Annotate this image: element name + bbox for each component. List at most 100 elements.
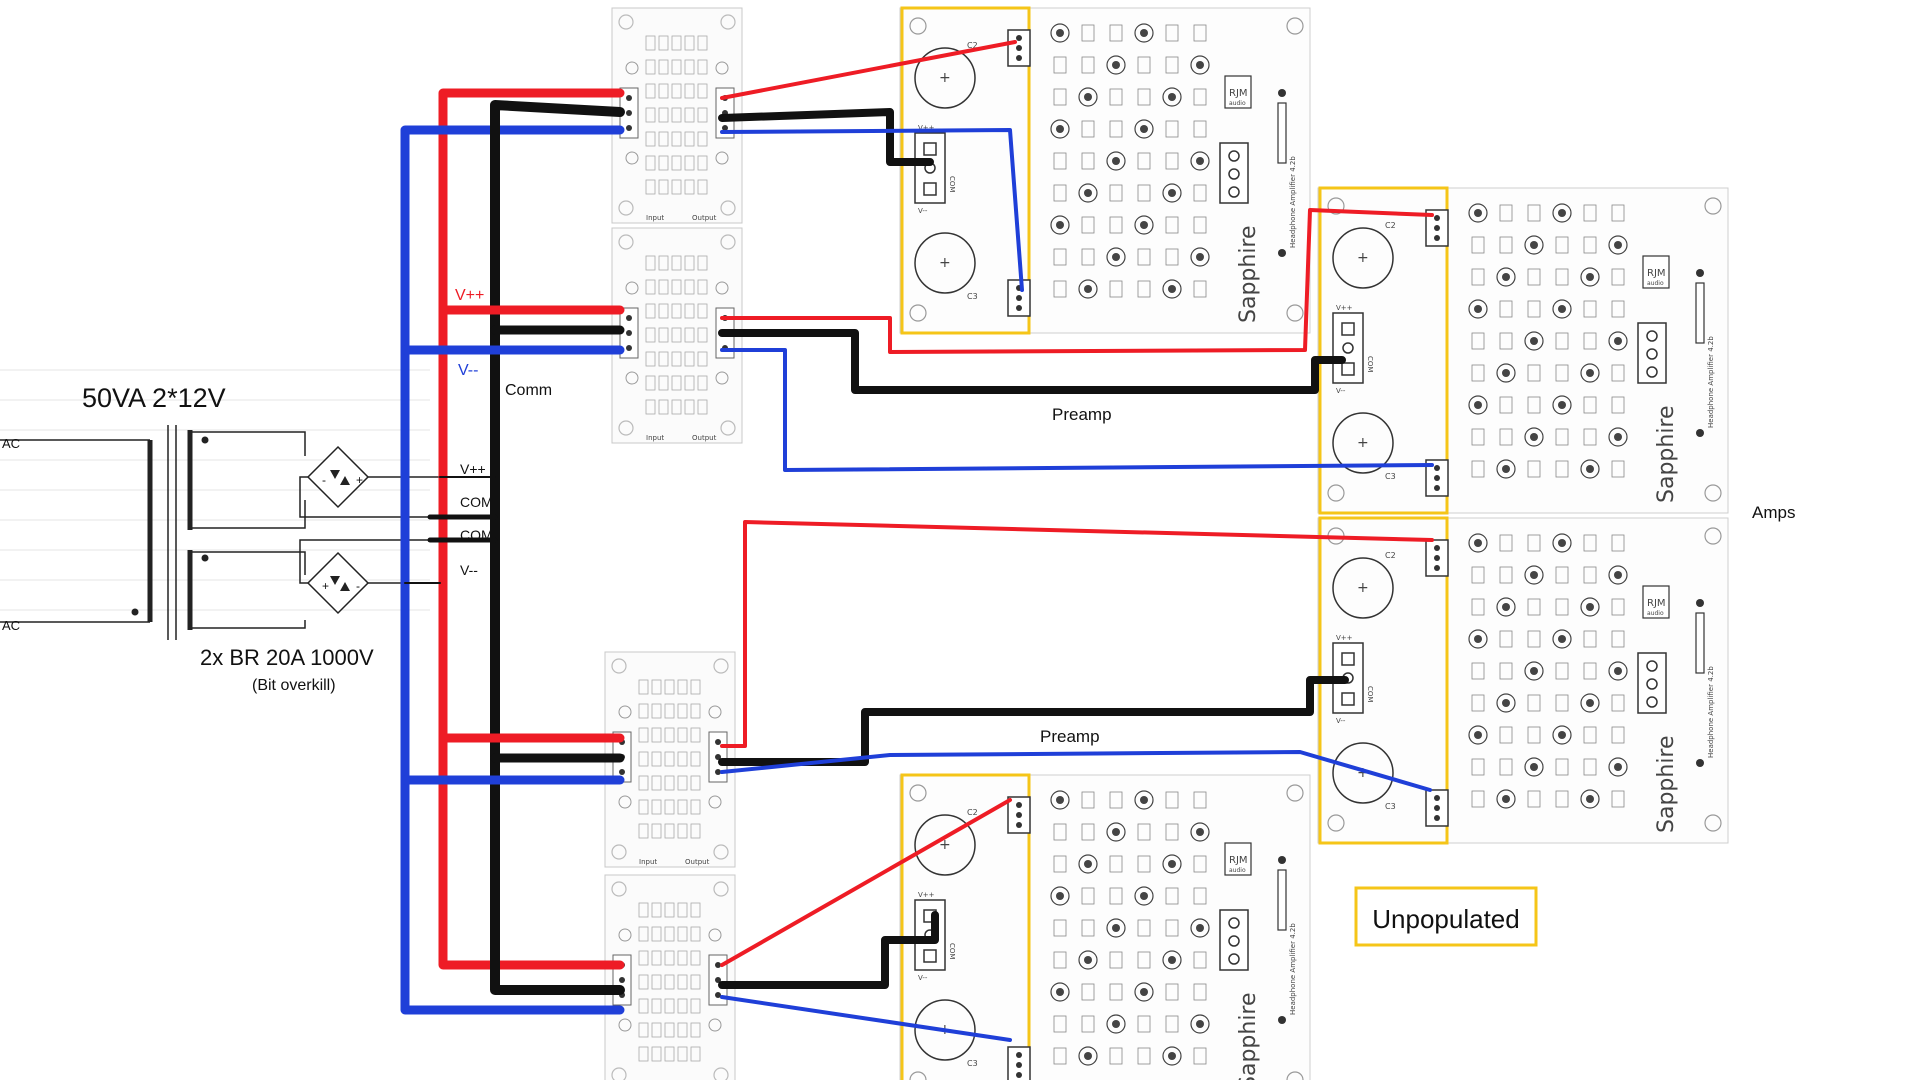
rjm-logo [1642, 255, 1670, 289]
wire-p2-a2-vpp [720, 208, 1434, 354]
capacitor-label: C2 [967, 808, 978, 817]
capacitor-label: C3 [1385, 802, 1396, 811]
wire-p4-a4-comm [718, 911, 939, 989]
sapphire-title: Sapphire [1654, 405, 1679, 503]
power-supply: - + + - AC AC 50VA 2*12V 2x BR 20A 1000V… [0, 369, 493, 694]
wiring [400, 40, 1434, 1042]
rjm-logo [1224, 842, 1252, 876]
rectifier-label: 2x BR 20A 1000V [200, 645, 374, 670]
preamp-output-label: Output [685, 858, 710, 866]
board-subtitle: Headphone Amplifier 4.2b [1289, 156, 1297, 248]
rjm-brand: RJM [1229, 855, 1248, 866]
wire-p2-a2-vmm [720, 348, 1434, 472]
capacitor [914, 47, 976, 109]
preamp-board-2: Input Output [611, 227, 743, 444]
amp-board-3: +C2+C3V++V--COMRJMaudioSapphireHeadphone… [1317, 516, 1729, 845]
capacitor-plus: + [939, 255, 951, 271]
board-subtitle: Headphone Amplifier 4.2b [1707, 336, 1715, 428]
capacitor-label: C2 [1385, 221, 1396, 230]
capacitor-plus: + [939, 70, 951, 86]
preamp-output-label: Output [692, 214, 717, 222]
pad-com-label: COM [1366, 686, 1374, 702]
rjm-sub: audio [1647, 280, 1664, 287]
vpp-rail-label: V++ [455, 287, 484, 304]
capacitor-plus: + [1357, 580, 1369, 596]
wire-p1-a1-comm [718, 108, 934, 166]
capacitor-label: C2 [967, 41, 978, 50]
preamp-input-label: Input [639, 858, 657, 866]
capacitor-plus: + [939, 837, 951, 853]
rjm-sub: audio [1229, 100, 1246, 107]
capacitor-plus: + [1357, 250, 1369, 266]
power-section-box [1318, 186, 1449, 515]
rjm-brand: RJM [1647, 598, 1666, 609]
pad-vpp-label: V++ [1336, 304, 1353, 312]
capacitor-plus: + [1357, 765, 1369, 781]
power-section-box [900, 6, 1031, 335]
preamp-input-label: Input [646, 434, 664, 442]
sapphire-title: Sapphire [1654, 735, 1679, 833]
capacitor [1332, 412, 1394, 474]
amps-label: Amps [1752, 503, 1795, 522]
wire-p2-a2-comm [718, 329, 1346, 394]
capacitor-label: C3 [967, 1059, 978, 1068]
psu-out-com-label-1: COM [460, 494, 493, 510]
pad-com-label: COM [948, 176, 956, 192]
rjm-logo [1642, 585, 1670, 619]
capacitor-label: C2 [1385, 551, 1396, 560]
transformer-label: 50VA 2*12V [82, 383, 226, 413]
pad-vmm-label: V-- [1336, 717, 1346, 725]
psu-out-vmm-label: V-- [460, 562, 478, 578]
vpp-bus [438, 88, 625, 970]
rjm-brand: RJM [1229, 88, 1248, 99]
preamp-board-3: Input Output [604, 651, 736, 868]
preamp-label-bottom: Preamp [1040, 727, 1100, 746]
amp-board-2: +C2+C3V++V--COMRJMaudioSapphireHeadphone… [1317, 186, 1729, 515]
rjm-sub: audio [1229, 867, 1246, 874]
rjm-brand: RJM [1647, 268, 1666, 279]
psu-out-vpp-label: V++ [460, 461, 486, 477]
rjm-sub: audio [1647, 610, 1664, 617]
capacitor [914, 999, 976, 1061]
vmm-rail-label: V-- [458, 362, 478, 379]
pad-com-label: COM [1366, 356, 1374, 372]
board-subtitle: Headphone Amplifier 4.2b [1289, 923, 1297, 1015]
capacitor-plus: + [1357, 435, 1369, 451]
svg-text:-: - [356, 579, 360, 593]
pad-vmm-label: V-- [918, 974, 928, 982]
unpopulated-callout: Unpopulated [1354, 886, 1538, 947]
sapphire-title: Sapphire [1236, 992, 1261, 1080]
wire-p3-a3-vmm [720, 750, 1432, 792]
capacitor [914, 232, 976, 294]
vmm-bus [400, 125, 625, 1015]
bridge-rectifier-top: - + [306, 445, 370, 509]
pad-vpp-label: V++ [918, 891, 935, 899]
pad-com-label: COM [948, 943, 956, 959]
ac-label-bottom: AC [2, 618, 20, 633]
sapphire-title: Sapphire [1236, 225, 1261, 323]
svg-text:+: + [356, 473, 363, 487]
amp-boards: +C2+C3V++V--COMRJMaudioSapphireHeadphone… [899, 6, 1729, 1080]
rectifier-note: (Bit overkill) [252, 677, 336, 694]
wire-p4-a4-vmm [720, 995, 1012, 1042]
wire-p3-a3-vpp [720, 520, 1434, 748]
capacitor-label: C3 [967, 292, 978, 301]
capacitor [914, 814, 976, 876]
preamp-label-top: Preamp [1052, 405, 1112, 424]
preamp-output-label: Output [692, 434, 717, 442]
unpopulated-label: Unpopulated [1372, 904, 1519, 934]
ac-label-top: AC [2, 436, 20, 451]
capacitor [1332, 227, 1394, 289]
wire-p3-a3-comm [718, 676, 1349, 766]
capacitor-label: C3 [1385, 472, 1396, 481]
board-subtitle: Headphone Amplifier 4.2b [1707, 666, 1715, 758]
preamp-boards: InputOutputInputOutputInputOutputInputOu… [604, 7, 743, 1080]
preamp-input-label: Input [646, 214, 664, 222]
comm-rail-label: Comm [505, 382, 552, 399]
capacitor [1332, 742, 1394, 804]
pad-vpp-label: V++ [918, 124, 935, 132]
capacitor [1332, 557, 1394, 619]
wire-p4-a4-vpp [720, 798, 1012, 967]
comm-bus [490, 100, 625, 995]
